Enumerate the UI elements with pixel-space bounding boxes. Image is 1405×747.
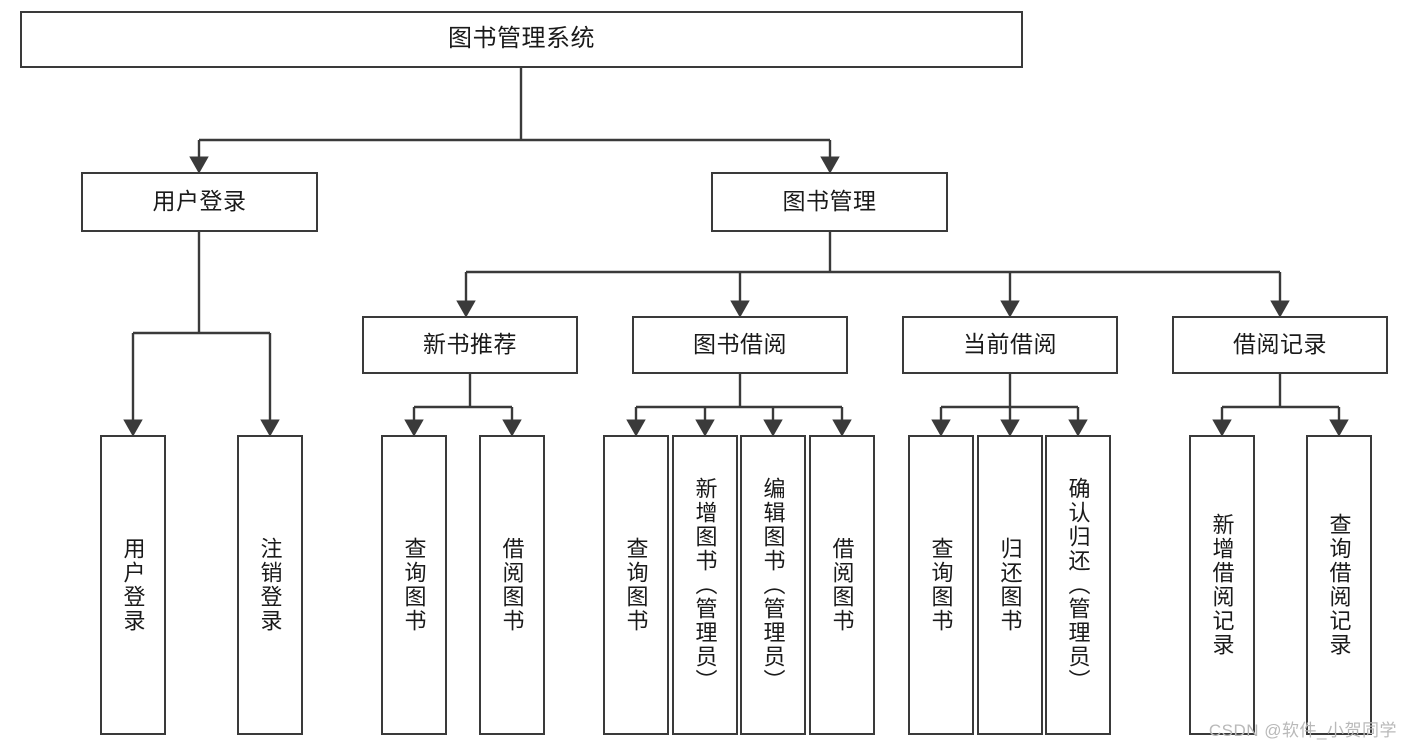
node-leaf-query-record[interactable]: 查询借阅记录 — [1306, 435, 1372, 735]
node-leaf-query-book-3-label: 查询图书 — [928, 537, 954, 633]
node-leaf-query-book-1[interactable]: 查询图书 — [381, 435, 447, 735]
node-leaf-borrow-book-1[interactable]: 借阅图书 — [479, 435, 545, 735]
node-leaf-add-record-label: 新增借阅记录 — [1209, 513, 1235, 657]
node-book-borrow-label: 图书借阅 — [693, 331, 787, 358]
node-user-login[interactable]: 用户登录 — [81, 172, 318, 232]
node-leaf-user-login-label: 用户登录 — [120, 537, 146, 633]
node-user-login-label: 用户登录 — [152, 188, 247, 215]
node-book-management-label: 图书管理 — [782, 188, 877, 215]
node-leaf-confirm-return-label: 确认归还（管理员） — [1065, 477, 1091, 693]
node-leaf-confirm-return[interactable]: 确认归还（管理员） — [1045, 435, 1111, 735]
node-new-book-recommend-label: 新书推荐 — [423, 331, 517, 358]
node-new-book-recommend[interactable]: 新书推荐 — [362, 316, 578, 374]
node-leaf-add-record[interactable]: 新增借阅记录 — [1189, 435, 1255, 735]
csdn-watermark: CSDN @软件_小贺同学 — [1208, 721, 1397, 740]
node-leaf-edit-book[interactable]: 编辑图书（管理员） — [740, 435, 806, 735]
node-leaf-return-book[interactable]: 归还图书 — [977, 435, 1043, 735]
node-current-borrow-label: 当前借阅 — [963, 331, 1057, 358]
node-root-system-label: 图书管理系统 — [448, 25, 595, 53]
node-current-borrow[interactable]: 当前借阅 — [902, 316, 1118, 374]
node-borrow-record-label: 借阅记录 — [1233, 331, 1327, 358]
node-leaf-borrow-book-1-label: 借阅图书 — [499, 537, 525, 633]
node-leaf-logout[interactable]: 注销登录 — [237, 435, 303, 735]
node-leaf-return-book-label: 归还图书 — [997, 537, 1023, 633]
node-leaf-query-book-2-label: 查询图书 — [623, 537, 649, 633]
node-leaf-borrow-book-2-label: 借阅图书 — [829, 537, 855, 633]
node-root-system[interactable]: 图书管理系统 — [20, 11, 1023, 68]
node-leaf-query-record-label: 查询借阅记录 — [1326, 513, 1352, 657]
node-leaf-logout-label: 注销登录 — [257, 537, 283, 633]
node-leaf-borrow-book-2[interactable]: 借阅图书 — [809, 435, 875, 735]
node-book-borrow[interactable]: 图书借阅 — [632, 316, 848, 374]
node-leaf-edit-book-label: 编辑图书（管理员） — [760, 477, 786, 693]
node-borrow-record[interactable]: 借阅记录 — [1172, 316, 1388, 374]
node-leaf-query-book-1-label: 查询图书 — [401, 537, 427, 633]
node-book-management[interactable]: 图书管理 — [711, 172, 948, 232]
node-leaf-add-book[interactable]: 新增图书（管理员） — [672, 435, 738, 735]
node-leaf-user-login[interactable]: 用户登录 — [100, 435, 166, 735]
node-leaf-query-book-2[interactable]: 查询图书 — [603, 435, 669, 735]
node-leaf-add-book-label: 新增图书（管理员） — [692, 477, 718, 693]
node-leaf-query-book-3[interactable]: 查询图书 — [908, 435, 974, 735]
